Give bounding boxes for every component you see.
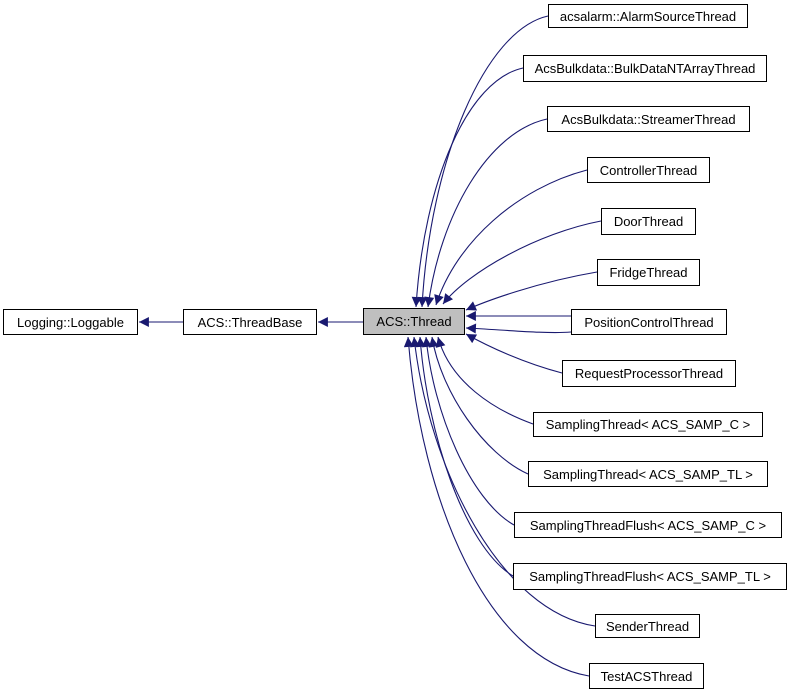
edge-reqproc-to-thread — [465, 333, 563, 374]
node-acsalarm-alarmsourcethread[interactable]: acsalarm::AlarmSourceThread — [548, 4, 748, 28]
node-acs-thread[interactable]: ACS::Thread — [363, 308, 465, 335]
node-fridgethread[interactable]: FridgeThread — [597, 259, 700, 286]
node-acsbulkdata-bulkdatantarraythread[interactable]: AcsBulkdata::BulkDataNTArrayThread — [523, 55, 767, 82]
node-senderthread[interactable]: SenderThread — [595, 614, 700, 638]
node-testacsthread[interactable]: TestACSThread — [589, 663, 704, 689]
node-samplingthread-acs-samp-c[interactable]: SamplingThread< ACS_SAMP_C > — [533, 412, 763, 437]
edge-sender-to-thread — [410, 336, 596, 627]
edge-posctrl-to-thread-2 — [465, 323, 572, 334]
node-logging-loggable[interactable]: Logging::Loggable — [3, 309, 138, 335]
edge-flushtl-to-thread — [415, 336, 514, 577]
node-requestprocessorthread[interactable]: RequestProcessorThread — [562, 360, 736, 387]
node-acsbulkdata-streamerthread[interactable]: AcsBulkdata::StreamerThread — [547, 106, 750, 132]
node-controllerthread[interactable]: ControllerThread — [587, 157, 710, 183]
edge-fridge-to-thread — [465, 271, 598, 311]
edge-sampc-to-thread — [435, 336, 534, 425]
node-samplingthreadflush-acs-samp-tl[interactable]: SamplingThreadFlush< ACS_SAMP_TL > — [513, 563, 787, 590]
node-positioncontrolthread[interactable]: PositionControlThread — [571, 309, 727, 335]
edge-door-to-thread — [442, 220, 602, 305]
edge-alarm-to-thread — [417, 15, 549, 308]
node-doorthread[interactable]: DoorThread — [601, 208, 696, 235]
edge-controller-to-thread — [434, 169, 588, 306]
edge-streamer-to-thread — [424, 118, 548, 308]
edge-testacs-to-thread — [403, 336, 590, 677]
node-acs-threadbase[interactable]: ACS::ThreadBase — [183, 309, 317, 335]
edge-samptl-to-thread — [428, 336, 529, 475]
edge-flushc-to-thread — [421, 336, 515, 526]
node-samplingthreadflush-acs-samp-c[interactable]: SamplingThreadFlush< ACS_SAMP_C > — [514, 512, 782, 538]
node-samplingthread-acs-samp-tl[interactable]: SamplingThread< ACS_SAMP_TL > — [528, 461, 768, 487]
edge-bulknt-to-thread — [411, 67, 524, 308]
